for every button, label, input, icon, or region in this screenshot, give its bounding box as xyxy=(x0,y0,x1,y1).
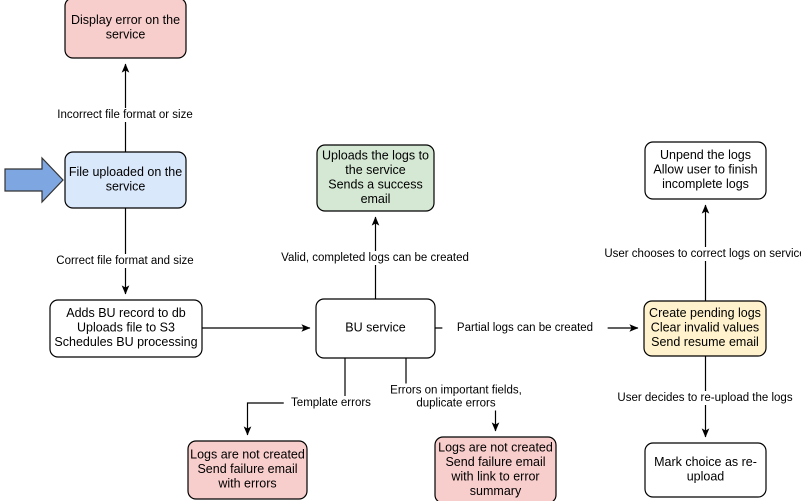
node-adds-bu-record-to-db-shape[interactable] xyxy=(49,299,203,358)
node-file-uploaded-on-the-service-shape[interactable] xyxy=(64,151,187,209)
edge-partial-logs-can-be-created: Partial logs can be created xyxy=(435,321,639,335)
node-uploads-the-logs-to-the-service-shape[interactable] xyxy=(316,144,435,212)
edge-valid-completed-logs-can-be-created: Valid, completed logs can be created xyxy=(265,216,485,299)
node-mark-choice-as-re-upload-label: Mark choice as re-upload xyxy=(654,455,757,484)
node-logs-are-not-created-with-link-to-error-summary-shape[interactable] xyxy=(434,436,557,501)
node-bu-service-label: BU service xyxy=(345,321,405,335)
edge-partial-logs-can-be-created-label-backdrop xyxy=(442,321,608,335)
node-logs-are-not-created-with-errors-shape[interactable] xyxy=(187,440,308,500)
node-bu-service-shape[interactable] xyxy=(315,298,436,359)
edge-user-chooses-to-correct-logs-on-service-label: User chooses to correct logs on service xyxy=(604,248,801,260)
edge-correct-file-format-and-size-label-backdrop xyxy=(39,254,211,268)
edge-template-errors: Template errors xyxy=(243,358,379,436)
edge-incorrect-file-format-or-size: Incorrect file format or size xyxy=(36,63,214,152)
edge-user-chooses-to-correct-logs-on-service: User chooses to correct logs on service xyxy=(586,204,801,301)
edge-valid-completed-logs-can-be-created-label-backdrop xyxy=(265,251,485,265)
node-display-error-on-the-service-shape[interactable] xyxy=(64,0,187,59)
node-create-pending-logs-shape[interactable] xyxy=(643,300,767,357)
node-unpend-the-logs-shape[interactable] xyxy=(644,141,767,200)
edge-partial-logs-can-be-created-label: Partial logs can be created xyxy=(457,322,593,334)
edge-incorrect-file-format-or-size-label-backdrop xyxy=(36,108,214,122)
edge-user-decides-to-re-upload-the-logs-label-backdrop xyxy=(601,391,801,405)
node-mark-choice-as-re-upload-shape[interactable] xyxy=(644,442,767,498)
edge-errors-on-important-fields-duplicate-errors: Errors on important fields,duplicate err… xyxy=(373,358,539,432)
edge-user-decides-to-re-upload-the-logs: User decides to re-upload the logs xyxy=(601,356,801,438)
input-block-arrow[interactable] xyxy=(4,156,64,204)
edge-correct-file-format-and-size-label: Correct file format and size xyxy=(56,255,193,267)
block-arrow-layer xyxy=(4,156,64,204)
edge-correct-file-format-and-size: Correct file format and size xyxy=(39,208,211,295)
node-mark-choice-as-re-upload[interactable]: Mark choice as re-upload xyxy=(644,442,767,498)
node-bu-service[interactable]: BU service xyxy=(315,298,436,359)
edge-incorrect-file-format-or-size-label: Incorrect file format or size xyxy=(57,109,192,121)
edge-template-errors-label: Template errors xyxy=(291,397,371,409)
edge-errors-on-important-fields-duplicate-errors-label: Errors on important fields,duplicate err… xyxy=(390,385,522,410)
edge-template-errors-label-backdrop xyxy=(283,396,379,410)
edge-valid-completed-logs-can-be-created-label: Valid, completed logs can be created xyxy=(281,252,469,264)
edge-user-decides-to-re-upload-the-logs-label: User decides to re-upload the logs xyxy=(617,392,792,404)
edge-user-chooses-to-correct-logs-on-service-label-backdrop xyxy=(586,247,801,261)
edge-errors-on-important-fields-duplicate-errors-label-backdrop xyxy=(373,383,539,411)
